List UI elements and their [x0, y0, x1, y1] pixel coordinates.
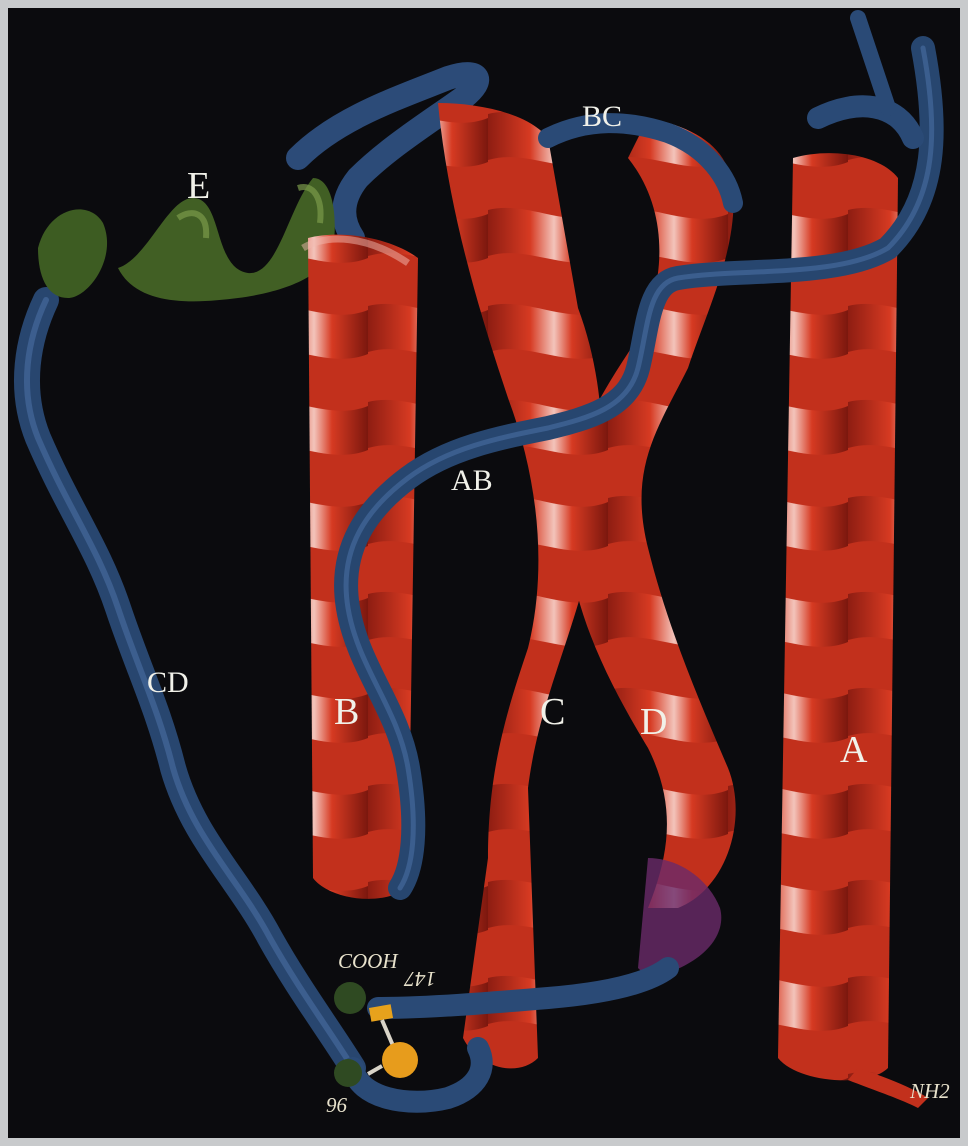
label-helix-d: D [640, 701, 667, 743]
label-helix-e: E [187, 165, 210, 207]
label-helix-b: B [334, 691, 359, 733]
label-helix-c: C [540, 691, 565, 733]
label-nh2: NH2 [909, 1079, 950, 1103]
label-cooh: COOH [338, 949, 399, 973]
helix-a-ribbon [778, 153, 928, 1108]
label-loop-ab: AB [451, 464, 493, 497]
label-helix-a: A [840, 729, 868, 771]
loop-cd-ribbon [27, 300, 353, 1068]
label-loop-bc: BC [582, 100, 622, 133]
ribbon-diagram: E BC AB CD B C D A COOH 147 96 NH2 [8, 8, 960, 1138]
label-residue-147: 147 [403, 967, 436, 991]
protein-structure-scene: E BC AB CD B C D A COOH 147 96 NH2 [8, 8, 960, 1138]
label-residue-96: 96 [326, 1093, 348, 1117]
label-loop-cd: CD [147, 666, 189, 699]
helix-d-ribbon [566, 118, 735, 978]
